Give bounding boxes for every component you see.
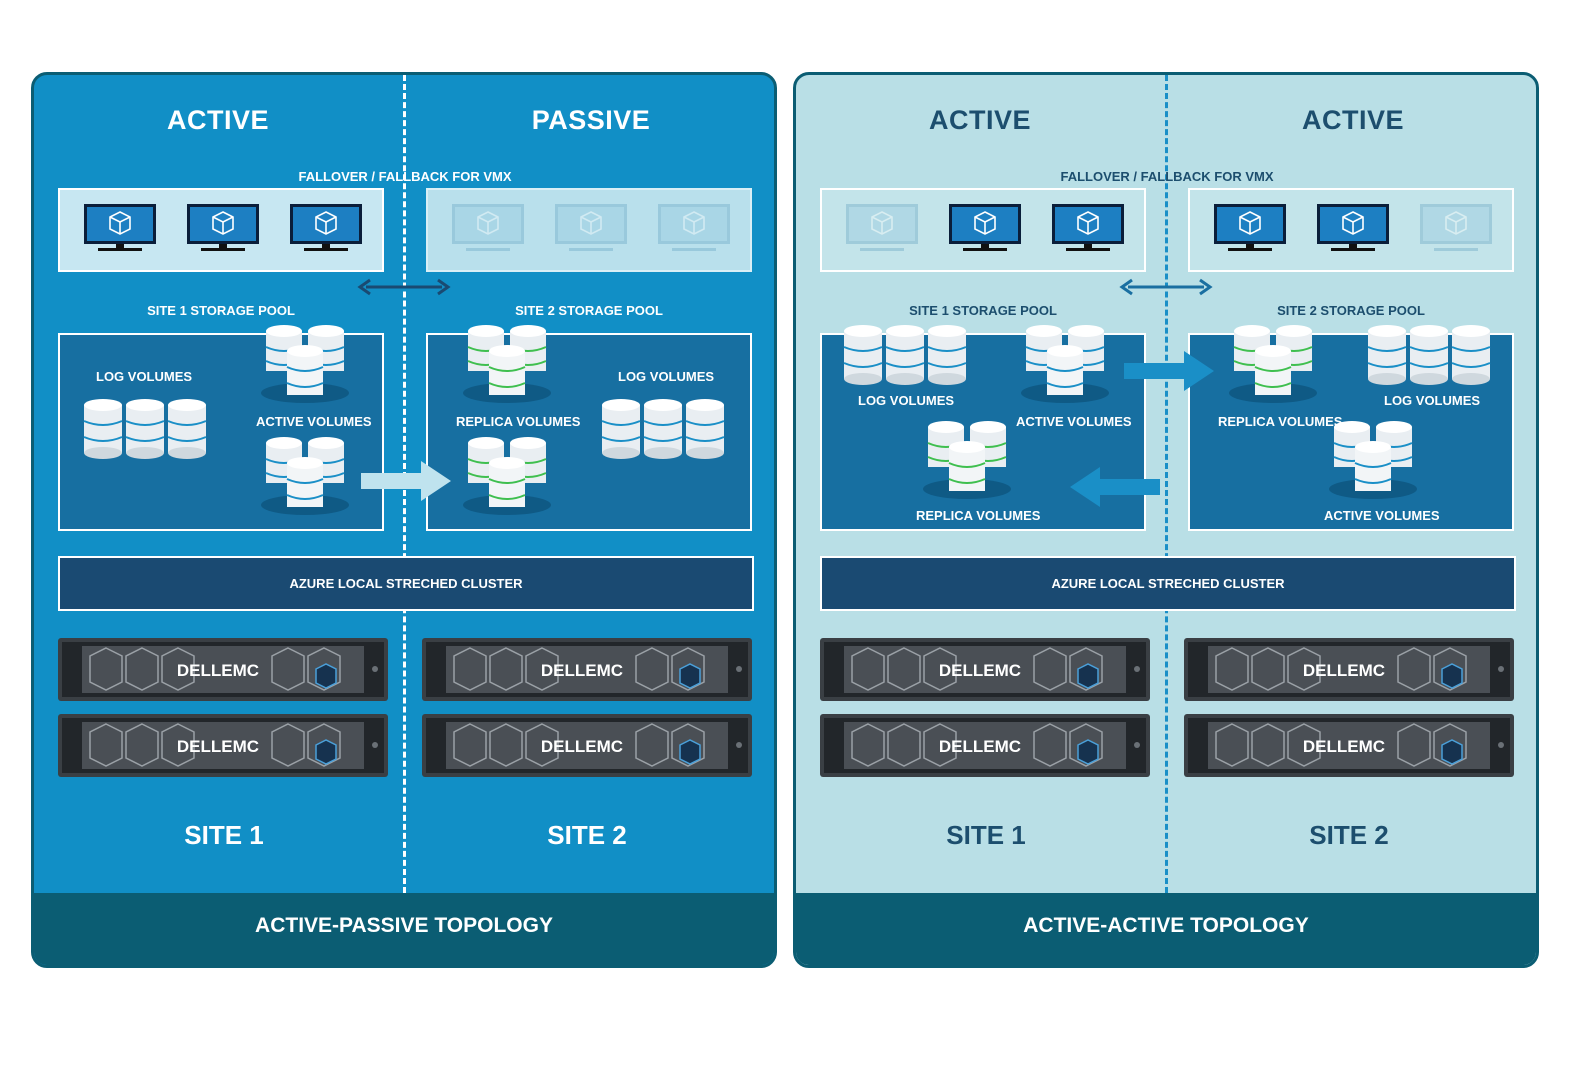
column-header-right: PASSIVE [531, 105, 651, 135]
vm-monitor-icon [1214, 204, 1286, 251]
vm-monitor-icon [949, 204, 1021, 251]
site2-label: SITE 2 [1309, 820, 1389, 850]
log-volumes-label: LOG VOLUMES [1384, 393, 1481, 408]
site2-pool-label: SITE 2 STORAGE POOL [515, 303, 663, 318]
site-divider [1165, 75, 1168, 893]
replica-volumes-label: REPLICA VOLUMES [1218, 414, 1343, 429]
vm-monitor-icon [846, 204, 918, 251]
dell-server-icon: DELLEMC [58, 638, 388, 701]
failover-label: FALLOVER / FALLBACK FOR VMX [298, 169, 512, 184]
vm-monitor-icon [290, 204, 362, 251]
active-volumes-label: ACTIVE VOLUMES [1324, 508, 1440, 523]
log-volumes-disks-icon [1367, 325, 1491, 385]
vm-group-site2-passive [426, 188, 752, 272]
site1-storage-pool: LOG VOLUMES ACTIVE VOLUMES REPLICA VOLUM… [820, 325, 1146, 531]
svg-text:DELLEMC: DELLEMC [177, 661, 259, 680]
stretched-cluster-bar: AZURE LOCAL STRECHED CLUSTER [58, 556, 754, 611]
active-volumes-label: ACTIVE VOLUMES [1016, 414, 1132, 429]
active-volumes-disks-icon [261, 325, 349, 403]
column-header-right: ACTIVE [1301, 105, 1404, 135]
dell-server-icon: DELLEMC [422, 714, 752, 777]
replica-volumes-disks-icon [1229, 325, 1317, 403]
svg-text:DELLEMC: DELLEMC [1303, 737, 1385, 756]
log-volumes-label: LOG VOLUMES [618, 369, 715, 384]
active-volumes-disks-icon [1021, 325, 1109, 403]
vm-monitor-icon [84, 204, 156, 251]
bidirectional-arrow-icon [1119, 278, 1213, 296]
log-volumes-label: LOG VOLUMES [96, 369, 193, 384]
log-volumes-disks-icon [83, 399, 207, 459]
dell-server-icon: DELLEMC [422, 638, 752, 701]
vm-monitor-icon [187, 204, 259, 251]
replication-arrow-right-icon [1124, 351, 1214, 391]
column-header-left: ACTIVE [166, 105, 269, 135]
vm-monitor-icon [658, 204, 730, 251]
replication-arrow-left-icon [1070, 467, 1160, 507]
vm-group-site1 [820, 188, 1146, 272]
vm-group-site1 [58, 188, 384, 272]
svg-text:DELLEMC: DELLEMC [541, 737, 623, 756]
replication-arrow-icon [361, 461, 451, 501]
vm-monitor-icon [1420, 204, 1492, 251]
vm-group-site2 [1188, 188, 1514, 272]
column-header-left: ACTIVE [928, 105, 1031, 135]
dell-server-icon: DELLEMC [1184, 638, 1514, 701]
stretched-cluster-bar: AZURE LOCAL STRECHED CLUSTER [820, 556, 1516, 611]
vm-monitor-icon [1052, 204, 1124, 251]
site1-label: SITE 1 [184, 820, 264, 850]
svg-text:DELLEMC: DELLEMC [541, 661, 623, 680]
replica-volumes-disks-icon [463, 325, 551, 403]
dell-server-icon: DELLEMC [820, 714, 1150, 777]
active-volumes-disks-icon [1329, 421, 1417, 499]
site2-storage-pool: REPLICA VOLUMES LOG VOLUMES ACTIVE VOLUM… [1188, 325, 1514, 531]
site1-pool-label: SITE 1 STORAGE POOL [909, 303, 1057, 318]
vm-monitor-icon [452, 204, 524, 251]
svg-text:DELLEMC: DELLEMC [939, 661, 1021, 680]
replica-volumes-disks-icon [463, 437, 551, 515]
dell-server-icon: DELLEMC [820, 638, 1150, 701]
dell-server-icon: DELLEMC [58, 714, 388, 777]
replica-volumes-disks-icon [923, 421, 1011, 499]
log-volumes-disks-icon [601, 399, 725, 459]
svg-text:DELLEMC: DELLEMC [939, 737, 1021, 756]
site1-label: SITE 1 [946, 820, 1026, 850]
replica-volumes-label: REPLICA VOLUMES [916, 508, 1041, 523]
vm-monitor-icon [555, 204, 627, 251]
site1-storage-pool: LOG VOLUMES ACTIVE VOLUMES [58, 325, 384, 531]
site1-pool-label: SITE 1 STORAGE POOL [147, 303, 295, 318]
topology-title: ACTIVE-PASSIVE TOPOLOGY [34, 893, 774, 965]
active-volumes-disks-icon [261, 437, 349, 515]
topology-title: ACTIVE-ACTIVE TOPOLOGY [796, 893, 1536, 965]
bidirectional-arrow-icon [357, 278, 451, 296]
dell-server-icon: DELLEMC [1184, 714, 1514, 777]
log-volumes-disks-icon [843, 325, 967, 385]
active-passive-panel: ACTIVE PASSIVE FALLOVER / FALLBACK FOR V… [31, 72, 777, 968]
svg-text:DELLEMC: DELLEMC [177, 737, 259, 756]
replica-volumes-label: REPLICA VOLUMES [456, 414, 581, 429]
failover-label: FALLOVER / FALLBACK FOR VMX [1060, 169, 1274, 184]
active-active-panel: ACTIVE ACTIVE FALLOVER / FALLBACK FOR VM… [793, 72, 1539, 968]
log-volumes-label: LOG VOLUMES [858, 393, 955, 408]
site2-storage-pool: REPLICA VOLUMES LOG VOLUMES [426, 325, 752, 531]
vm-monitor-icon [1317, 204, 1389, 251]
svg-text:DELLEMC: DELLEMC [1303, 661, 1385, 680]
site2-pool-label: SITE 2 STORAGE POOL [1277, 303, 1425, 318]
site2-label: SITE 2 [547, 820, 627, 850]
active-volumes-label: ACTIVE VOLUMES [256, 414, 372, 429]
